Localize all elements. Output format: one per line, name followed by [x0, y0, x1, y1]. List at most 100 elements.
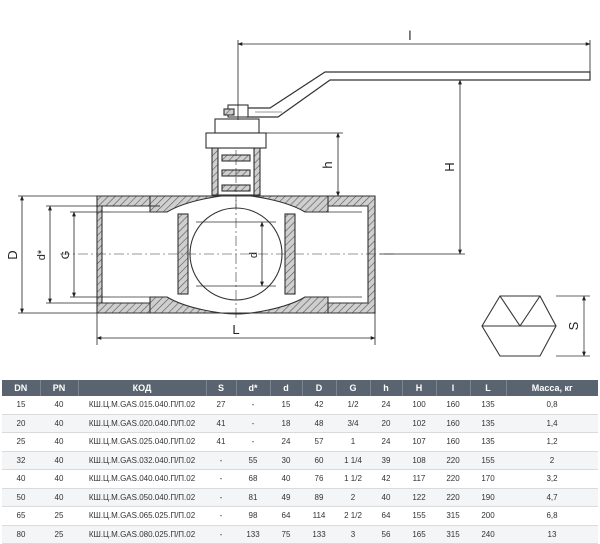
- cell-L: 170: [470, 469, 506, 489]
- dim-label-H: H: [442, 162, 457, 171]
- cell-s: -: [206, 525, 236, 544]
- cell-L: 155: [470, 451, 506, 470]
- cell-dn: 50: [2, 488, 40, 507]
- cell-G: 3: [336, 525, 370, 544]
- cell-d: 15: [270, 396, 302, 415]
- cell-h: 42: [370, 469, 402, 489]
- header-s: S: [206, 380, 237, 396]
- cell-H: 108: [402, 451, 436, 470]
- cell-l: 315: [436, 506, 470, 526]
- cell-dn: 32: [2, 451, 40, 470]
- cell-H: 102: [402, 414, 436, 433]
- header-H: H: [402, 380, 437, 396]
- cell-d: 75: [270, 525, 302, 544]
- cell-pn: 40: [40, 396, 78, 415]
- cell-d: 30: [270, 451, 302, 470]
- cell-H: 100: [402, 396, 436, 415]
- handle-lever: [246, 71, 591, 118]
- cell-d: 49: [270, 488, 302, 507]
- cell-dn: 15: [2, 396, 40, 415]
- cell-l: 160: [436, 414, 470, 433]
- cell-D: 76: [302, 469, 336, 489]
- header-L: L: [470, 380, 507, 396]
- cell-G: 1 1/2: [336, 469, 370, 489]
- dim-label-d-star: d*: [36, 249, 48, 260]
- cell-dn: 80: [2, 525, 40, 544]
- dim-label-S: S: [566, 321, 581, 330]
- cell-G: 1/2: [336, 396, 370, 415]
- cell-pn: 40: [40, 414, 78, 433]
- cell-pn: 25: [40, 506, 78, 526]
- cell-mass: 1,4: [506, 414, 598, 433]
- cell-pn: 40: [40, 488, 78, 507]
- cell-d-star: 55: [236, 451, 270, 470]
- cell-l: 315: [436, 525, 470, 544]
- cell-mass: 0,8: [506, 396, 598, 415]
- cell-code: КШ.Ц.М.GAS.040.040.П/П.02: [78, 469, 206, 489]
- cell-L: 190: [470, 488, 506, 507]
- cell-d-star: -: [236, 414, 270, 433]
- cell-pn: 40: [40, 469, 78, 489]
- cell-l: 160: [436, 396, 470, 415]
- cell-l: 220: [436, 469, 470, 489]
- cell-l: 220: [436, 488, 470, 507]
- cell-d-star: -: [236, 432, 270, 452]
- cell-D: 60: [302, 451, 336, 470]
- cell-h: 64: [370, 506, 402, 526]
- cell-d: 18: [270, 414, 302, 433]
- cell-h: 20: [370, 414, 402, 433]
- cell-dn: 40: [2, 469, 40, 489]
- cell-d-star: 81: [236, 488, 270, 507]
- specification-table: DN PN КОД S d* d D G h H l L Масса, кг 1…: [2, 380, 598, 544]
- cell-dn: 25: [2, 432, 40, 452]
- cell-mass: 6,8: [506, 506, 598, 526]
- cell-s: -: [206, 469, 236, 489]
- cell-code: КШ.Ц.М.GAS.032.040.П/П.02: [78, 451, 206, 470]
- dim-label-h: h: [320, 161, 335, 168]
- cell-G: 2 1/2: [336, 506, 370, 526]
- cell-D: 114: [302, 506, 336, 526]
- cell-code: КШ.Ц.М.GAS.015.040.П/П.02: [78, 396, 206, 415]
- hex-view: [481, 295, 590, 357]
- cell-d: 40: [270, 469, 302, 489]
- cell-h: 40: [370, 488, 402, 507]
- cell-pn: 25: [40, 525, 78, 544]
- dim-label-d: d: [248, 252, 260, 258]
- cell-h: 39: [370, 451, 402, 470]
- cell-G: 1: [336, 432, 370, 452]
- cell-H: 107: [402, 432, 436, 452]
- cell-D: 133: [302, 525, 336, 544]
- cell-d-star: -: [236, 396, 270, 415]
- cell-L: 240: [470, 525, 506, 544]
- stem-nut: [214, 104, 260, 134]
- cell-s: 41: [206, 432, 236, 452]
- header-code: КОД: [78, 380, 207, 396]
- cell-L: 200: [470, 506, 506, 526]
- cell-code: КШ.Ц.М.GAS.020.040.П/П.02: [78, 414, 206, 433]
- cell-D: 42: [302, 396, 336, 415]
- cell-H: 155: [402, 506, 436, 526]
- dimension-lines: [18, 40, 591, 345]
- cell-G: 3/4: [336, 414, 370, 433]
- cell-L: 135: [470, 432, 506, 452]
- cell-mass: 4,7: [506, 488, 598, 507]
- cell-l: 160: [436, 432, 470, 452]
- cell-L: 135: [470, 396, 506, 415]
- cell-s: 27: [206, 396, 236, 415]
- header-l: l: [436, 380, 471, 396]
- dim-label-l-upper: l: [409, 28, 412, 43]
- header-d-star: d*: [236, 380, 271, 396]
- cell-L: 135: [470, 414, 506, 433]
- table-header-row: DN PN КОД S d* d D G h H l L Масса, кг: [2, 380, 598, 396]
- cell-H: 117: [402, 469, 436, 489]
- cell-mass: 3,2: [506, 469, 598, 489]
- cell-D: 89: [302, 488, 336, 507]
- cell-d-star: 68: [236, 469, 270, 489]
